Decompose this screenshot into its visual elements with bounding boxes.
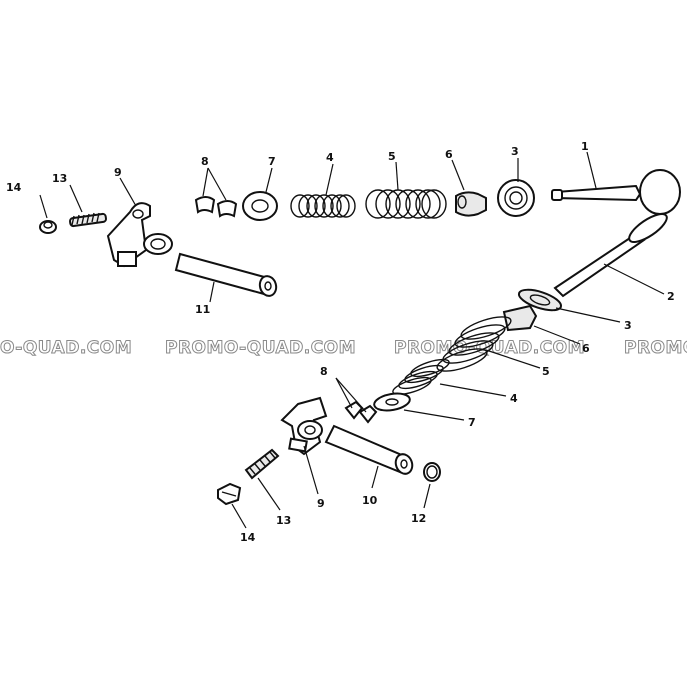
watermark-edge: PROMO <box>624 338 687 358</box>
part-6-valve-seal-lower <box>502 304 581 345</box>
callout-5-lower: 5 <box>542 365 550 378</box>
part-7-retainer-lower <box>373 392 465 421</box>
callout-3-top: 3 <box>511 145 519 158</box>
part-13-screw-lower <box>244 448 281 511</box>
callout-13-top: 13 <box>52 172 67 185</box>
part-5-outer-spring-lower <box>436 316 541 372</box>
callout-13-lower: 13 <box>276 514 291 527</box>
watermark-center: PROMO-QUAD.COM <box>165 338 356 358</box>
part-9-rocker-arm-top <box>106 177 173 268</box>
part-12-o-ring-lower <box>423 462 441 509</box>
watermark-row: O-QUAD.COM PROMO-QUAD.COM PROMO-QUAD.COM… <box>0 338 687 359</box>
callout-4-lower: 4 <box>510 392 518 405</box>
part-2-valve-lower <box>553 213 668 298</box>
part-14-nut-lower <box>217 482 247 529</box>
part-5-outer-spring-top <box>365 161 447 219</box>
callout-8-lower: 8 <box>320 365 328 378</box>
part-3-spring-seat-lower <box>517 288 621 323</box>
part-8-cotters-lower <box>335 377 378 424</box>
callout-9-top: 9 <box>114 166 122 179</box>
callout-7-lower: 7 <box>468 416 476 429</box>
watermark-right: PROMO-QUAD.COM <box>394 338 585 358</box>
part-14-nut-top <box>39 194 57 234</box>
part-7-retainer-top <box>242 167 278 221</box>
callout-14-lower: 14 <box>240 531 256 544</box>
callout-14-top: 14 <box>6 181 22 194</box>
callout-6-lower: 6 <box>582 342 590 355</box>
callout-7-top: 7 <box>268 155 276 168</box>
callout-1-top: 1 <box>581 140 589 153</box>
part-4-inner-spring-lower <box>392 358 507 397</box>
callout-11-top: 11 <box>195 303 210 316</box>
callout-5-top: 5 <box>388 150 396 163</box>
part-1-valve-top <box>551 151 681 215</box>
callout-9-lower: 9 <box>317 497 325 510</box>
part-4-inner-spring-top <box>290 163 356 218</box>
callout-2-lower: 2 <box>667 290 675 303</box>
part-11-rocker-shaft-top <box>174 252 278 303</box>
callout-3-lower: 3 <box>624 319 632 332</box>
part-8-cotters-top <box>194 167 238 218</box>
watermark-left: O-QUAD.COM <box>0 338 132 358</box>
part-3-spring-seat-top <box>497 158 535 217</box>
part-6-valve-seal-top <box>451 159 487 217</box>
part-13-screw-top <box>69 184 107 228</box>
callout-10-lower: 10 <box>362 494 378 507</box>
callout-12-lower: 12 <box>411 512 426 525</box>
part-9-rocker-arm-lower <box>280 396 328 495</box>
part-10-rocker-shaft-lower <box>324 424 414 489</box>
callout-8-top: 8 <box>201 155 209 168</box>
callout-6-top: 6 <box>445 148 453 161</box>
callout-4-top: 4 <box>326 151 334 164</box>
